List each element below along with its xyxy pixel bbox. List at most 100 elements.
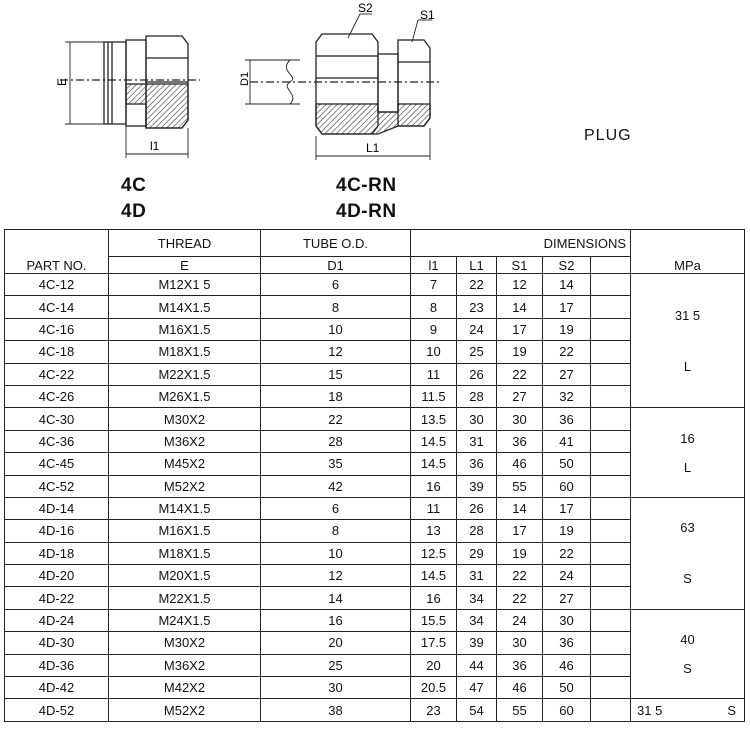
table-cell: 47 (456, 676, 497, 700)
table-cell-blank (590, 564, 631, 588)
table-cell: 20 (410, 653, 457, 678)
table-cell: M26X1.5 (108, 384, 261, 409)
table-cell: M16X1.5 (108, 317, 261, 342)
label-D1: D1 (239, 72, 251, 86)
table-cell: 16 (260, 608, 411, 633)
table-cell: 36 (456, 452, 497, 476)
table-cell: 17 (496, 519, 543, 543)
table-cell-blank (590, 541, 631, 566)
table-cell: 25 (260, 653, 411, 678)
table-cell: 36 (496, 653, 543, 678)
table-cell: M30X2 (108, 631, 261, 655)
table-cell-blank (590, 384, 631, 409)
table-cell: 8 (260, 519, 411, 543)
table-cell: 4D-22 (4, 586, 109, 610)
table-cell: M14X1.5 (108, 295, 261, 319)
table-cell: 4D-14 (4, 496, 109, 521)
pressure-class: L (683, 358, 692, 374)
table-cell: 15 (260, 362, 411, 386)
table-cell: 4C-22 (4, 362, 109, 386)
pressure-class: L (683, 459, 692, 475)
table-cell: 13.5 (410, 407, 457, 431)
table-cell: 12 (260, 564, 411, 588)
table-cell: 10 (260, 541, 411, 566)
table-cell: 36 (542, 407, 591, 431)
table-cell: 34 (456, 608, 497, 633)
header-l1: l1 (410, 256, 457, 274)
table-cell: 4C-14 (4, 295, 109, 319)
header-L1: L1 (456, 256, 497, 274)
table-cell: M36X2 (108, 429, 261, 454)
table-cell: 24 (456, 317, 497, 342)
table-cell: 4D-36 (4, 653, 109, 678)
table-cell: 42 (260, 474, 411, 498)
header-dimensions: DIMENSIONS (410, 229, 631, 257)
table-cell-blank (590, 272, 631, 297)
table-cell: 50 (542, 676, 591, 700)
table-cell: 10 (410, 340, 457, 364)
table-cell: 19 (542, 317, 591, 342)
table-cell: 23 (456, 295, 497, 319)
table-cell: 22 (542, 340, 591, 364)
table-cell: 23 (410, 698, 457, 722)
table-cell: 9 (410, 317, 457, 342)
table-cell: 24 (542, 564, 591, 588)
table-cell: 11 (410, 496, 457, 521)
table-cell: 14 (260, 586, 411, 610)
table-cell: 22 (496, 564, 543, 588)
plug-drawing-right (245, 13, 440, 160)
table-cell: M24X1.5 (108, 608, 261, 633)
table-cell: M20X1.5 (108, 564, 261, 588)
table-cell: 54 (456, 698, 497, 722)
table-cell: 13 (410, 519, 457, 543)
table-cell-blank (590, 608, 631, 633)
table-cell: 22 (542, 541, 591, 566)
table-cell: 4C-45 (4, 452, 109, 476)
table-cell: 16 (410, 586, 457, 610)
table-cell: 20 (260, 631, 411, 655)
table-cell-blank (590, 676, 631, 700)
table-cell: 17 (496, 317, 543, 342)
table-cell: 30 (496, 407, 543, 431)
table-cell: M14X1.5 (108, 496, 261, 521)
header-S2: S2 (542, 256, 591, 274)
table-cell: 14 (496, 295, 543, 319)
table-cell: 25 (456, 340, 497, 364)
plug-label: PLUG (584, 127, 632, 144)
table-cell: 30 (496, 631, 543, 655)
table-cell: 31 (456, 564, 497, 588)
table-cell: 11.5 (410, 384, 457, 409)
table-cell: 29 (456, 541, 497, 566)
table-cell-blank (590, 586, 631, 610)
table-cell: 60 (542, 698, 591, 722)
table-cell-blank (590, 407, 631, 431)
table-cell: 18 (260, 384, 411, 409)
table-cell: 8 (410, 295, 457, 319)
table-cell-blank (590, 496, 631, 521)
table-cell: 30 (260, 676, 411, 700)
pressure-value: 31 5 (674, 307, 701, 323)
table-cell: 12.5 (410, 541, 457, 566)
table-cell: 14.5 (410, 452, 457, 476)
table-cell: M52X2 (108, 474, 261, 498)
code-4d: 4D (121, 201, 147, 222)
table-cell: 12 (260, 340, 411, 364)
table-cell: 26 (456, 362, 497, 386)
table-cell: 6 (260, 496, 411, 521)
table-cell: 4D-16 (4, 519, 109, 543)
table-cell: 7 (410, 272, 457, 297)
code-4c-rn: 4C-RN (336, 175, 397, 196)
header-tube-sub: D1 (260, 256, 411, 274)
table-cell: 22 (456, 272, 497, 297)
